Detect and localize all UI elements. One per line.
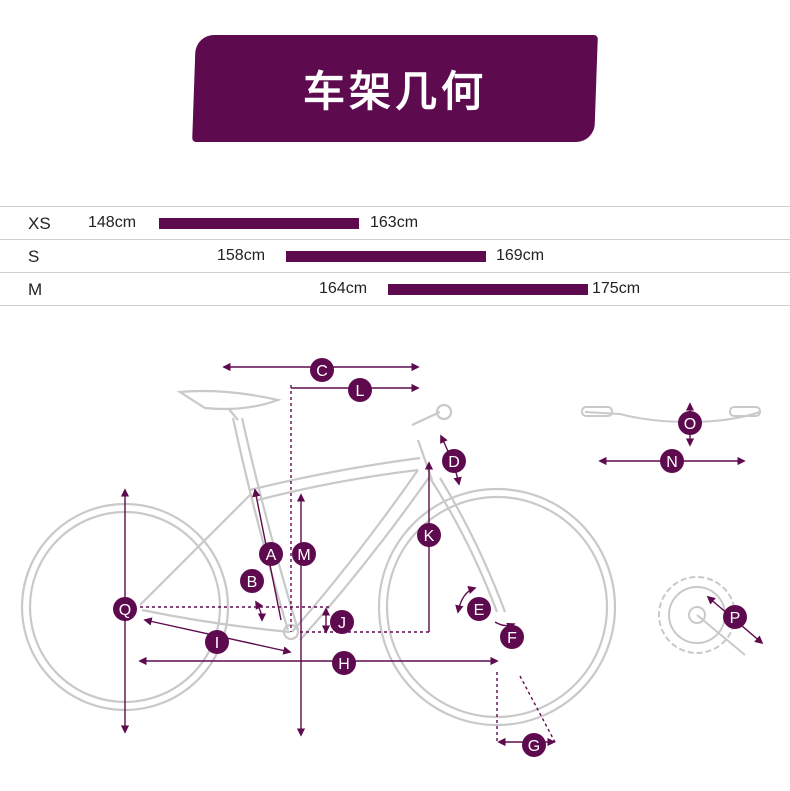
marker-circle [660, 449, 684, 473]
size-max-height: 169cm [496, 247, 545, 264]
marker-k: K [417, 523, 441, 547]
marker-circle [240, 569, 264, 593]
marker-circle [522, 733, 546, 757]
size-range-bar [388, 284, 588, 295]
marker-l: L [348, 378, 372, 402]
size-label: M [28, 280, 43, 299]
marker-label: N [666, 454, 678, 471]
marker-c: C [310, 358, 334, 382]
marker-circle [723, 605, 747, 629]
size-max-height: 175cm [592, 280, 641, 297]
bicycle-outline [20, 389, 617, 727]
marker-circle [259, 542, 283, 566]
size-range-bar [159, 218, 359, 229]
marker-label: E [474, 602, 485, 619]
marker-o: O [678, 411, 702, 435]
marker-label: I [215, 635, 219, 652]
size-min-height: 148cm [88, 214, 137, 231]
marker-circle [332, 651, 356, 675]
top-tube-inner [257, 468, 419, 502]
marker-m: M [292, 542, 316, 566]
marker-h: H [332, 651, 356, 675]
dim-e-arc [455, 585, 477, 614]
chain-stay [141, 608, 291, 634]
marker-f: F [500, 625, 524, 649]
marker-b: B [240, 569, 264, 593]
fork [429, 477, 499, 613]
seat-post [227, 407, 239, 421]
marker-circle [417, 523, 441, 547]
marker-label: M [297, 547, 310, 564]
marker-circle [500, 625, 524, 649]
marker-circle [292, 542, 316, 566]
marker-circle [310, 358, 334, 382]
marker-label: L [356, 383, 365, 400]
marker-circle [678, 411, 702, 435]
handlebar-detail [581, 406, 761, 424]
handlebar-clamp [435, 403, 453, 421]
dim-b-arc [255, 600, 267, 622]
marker-p: P [723, 605, 747, 629]
marker-label: G [528, 738, 540, 755]
dim-g-ref-2 [519, 675, 557, 745]
right-grip [729, 406, 761, 417]
head-tube [416, 439, 434, 481]
size-range-bar [286, 251, 486, 262]
marker-circle [330, 610, 354, 634]
marker-d: D [442, 449, 466, 473]
marker-a: A [259, 542, 283, 566]
seat-tube-inner [240, 417, 300, 631]
marker-label: A [266, 547, 277, 564]
marker-e: E [467, 597, 491, 621]
marker-n: N [660, 449, 684, 473]
down-tube [291, 469, 419, 633]
size-max-height: 163cm [370, 214, 419, 231]
front-wheel-outer [377, 487, 617, 727]
size-row-s: S 158cm 169cm [0, 239, 790, 272]
marker-label: F [507, 630, 517, 647]
top-tube [249, 456, 421, 492]
size-min-height: 164cm [319, 280, 368, 297]
marker-circle [205, 630, 229, 654]
marker-j: J [330, 610, 354, 634]
crank-spindle [688, 606, 706, 624]
marker-label: H [338, 656, 350, 673]
marker-label: O [684, 416, 696, 433]
marker-label: K [424, 528, 435, 545]
saddle [176, 389, 282, 411]
size-row-m: M 164cm 175cm [0, 272, 790, 306]
seat-tube [231, 417, 290, 631]
size-row-xs: XS 148cm 163cm [0, 206, 790, 239]
marker-circle [348, 378, 372, 402]
fork-inner [439, 477, 507, 613]
size-chart: XS 148cm 163cm S 158cm 169cm M 164cm 175… [0, 206, 790, 306]
marker-i: I [205, 630, 229, 654]
dim-f-arc [494, 621, 516, 631]
stem [411, 411, 441, 426]
marker-label: B [247, 574, 258, 591]
size-min-height: 158cm [217, 247, 266, 264]
marker-circle [113, 597, 137, 621]
marker-circle [442, 449, 466, 473]
marker-label: C [316, 363, 328, 380]
marker-q: Q [113, 597, 137, 621]
marker-circle [467, 597, 491, 621]
seat-stay [139, 494, 251, 606]
marker-layer: AB C D E F G H I J K L M N O P Q [113, 358, 747, 757]
marker-label: P [730, 610, 741, 627]
marker-label: D [448, 454, 460, 471]
size-label: XS [28, 214, 51, 233]
dimension-lines [120, 362, 764, 747]
size-label: S [28, 247, 40, 266]
marker-label: Q [119, 602, 131, 619]
marker-g: G [522, 733, 546, 757]
marker-label: J [338, 615, 346, 632]
down-tube-inner [299, 475, 431, 641]
left-grip [581, 406, 613, 417]
